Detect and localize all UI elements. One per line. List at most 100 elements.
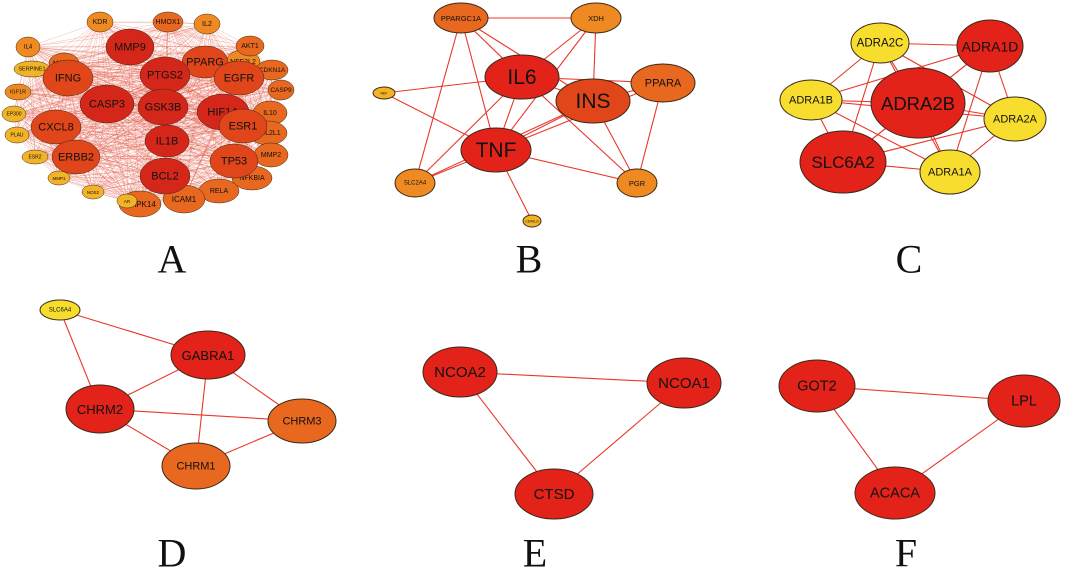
node-circle bbox=[47, 170, 71, 186]
node-acaca[interactable]: ACACA bbox=[854, 466, 936, 520]
node-adra1a[interactable]: ADRA1A bbox=[919, 149, 981, 195]
node-gabra1[interactable]: GABRA1 bbox=[170, 330, 246, 380]
node-label: MMP2 bbox=[261, 152, 281, 159]
node-chrm2[interactable]: CHRM2 bbox=[65, 384, 135, 434]
network-edge bbox=[63, 45, 251, 64]
node-circle bbox=[394, 168, 436, 198]
node-circle bbox=[514, 468, 594, 520]
node-circle bbox=[987, 374, 1061, 428]
node-casp3[interactable]: CASP3 bbox=[79, 84, 135, 124]
node-nef[interactable]: NEF bbox=[372, 86, 396, 100]
node-mmp1[interactable]: MMP1 bbox=[47, 170, 71, 186]
node-adra2c[interactable]: ADRA2C bbox=[850, 22, 910, 64]
node-circle bbox=[81, 184, 105, 200]
node-label: IGF1R bbox=[10, 90, 26, 96]
network-edge bbox=[58, 177, 185, 200]
node-label: HMOX1 bbox=[156, 19, 181, 26]
node-ep300[interactable]: EP300 bbox=[1, 105, 27, 123]
node-ctsd[interactable]: CTSD bbox=[514, 468, 594, 520]
node-gsk3b[interactable]: GSK3B bbox=[137, 88, 189, 126]
node-il1b[interactable]: IL1B bbox=[144, 124, 190, 158]
node-casp9[interactable]: CASP9 bbox=[267, 79, 295, 101]
node-erbb2[interactable]: ERBB2 bbox=[51, 139, 101, 175]
node-label: ADRA2A bbox=[993, 114, 1038, 126]
node-slc6a4[interactable]: SLC6A4 bbox=[39, 299, 81, 321]
node-kdr[interactable]: KDR bbox=[86, 11, 114, 33]
node-slc2a4[interactable]: SLC2A4 bbox=[394, 168, 436, 198]
node-slc6a2[interactable]: SLC6A2 bbox=[799, 130, 887, 194]
node-chrm1[interactable]: CHRM1 bbox=[161, 442, 231, 490]
node-ppara[interactable]: PPARA bbox=[630, 63, 696, 103]
node-xdh[interactable]: XDH bbox=[570, 2, 622, 34]
network-edge bbox=[67, 77, 94, 193]
node-label: SERPINE1 bbox=[18, 67, 45, 73]
node-egfr[interactable]: EGFR bbox=[213, 60, 265, 96]
node-il6[interactable]: IL6 bbox=[484, 54, 560, 100]
node-ncoa2[interactable]: NCOA2 bbox=[422, 346, 498, 398]
node-lpl[interactable]: LPL bbox=[987, 374, 1061, 428]
node-ifng[interactable]: IFNG bbox=[42, 59, 94, 97]
node-tp53[interactable]: TP53 bbox=[209, 143, 259, 179]
node-label: NCOA1 bbox=[658, 375, 710, 392]
node-pparg[interactable]: PPARG bbox=[181, 45, 229, 79]
node-label: SLC6A2 bbox=[811, 153, 874, 172]
node-circle bbox=[460, 127, 532, 173]
node-rela[interactable]: RELA bbox=[198, 178, 240, 204]
node-label: NEF bbox=[381, 92, 388, 96]
node-circle bbox=[919, 149, 981, 195]
node-ncoa1[interactable]: NCOA1 bbox=[646, 357, 722, 409]
node-ptgs2[interactable]: PTGS2 bbox=[139, 56, 191, 94]
node-adra1d[interactable]: ADRA1D bbox=[956, 19, 1024, 73]
node-label: BCL2 bbox=[151, 171, 179, 183]
node-igf1r[interactable]: IGF1R bbox=[4, 83, 32, 101]
node-il4[interactable]: IL4 bbox=[15, 36, 41, 58]
node-got2[interactable]: GOT2 bbox=[778, 359, 856, 413]
node-label: ESR2 bbox=[28, 155, 41, 161]
node-tnf[interactable]: TNF bbox=[460, 127, 532, 173]
panel-label-c: C bbox=[896, 237, 923, 282]
node-ins[interactable]: INS bbox=[555, 78, 631, 124]
node-pgr[interactable]: PGR bbox=[616, 168, 658, 198]
node-label: RELA bbox=[210, 188, 229, 195]
node-nos2[interactable]: NOS2 bbox=[81, 184, 105, 200]
node-akt1[interactable]: AKT1 bbox=[235, 35, 265, 57]
node-label: TP53 bbox=[221, 156, 247, 168]
node-bcl2[interactable]: BCL2 bbox=[139, 157, 191, 195]
node-hmox1[interactable]: HMOX1 bbox=[152, 11, 184, 33]
node-label: INS bbox=[575, 90, 610, 113]
node-label: EGFR bbox=[224, 73, 255, 85]
node-label: MMP1 bbox=[52, 176, 65, 181]
node-esr2[interactable]: ESR2 bbox=[21, 149, 49, 165]
node-adra2b[interactable]: ADRA2B bbox=[870, 67, 966, 139]
node-label: PPARG bbox=[186, 57, 224, 69]
node-plau[interactable]: PLAU bbox=[4, 126, 30, 144]
node-mmp2[interactable]: MMP2 bbox=[253, 142, 289, 168]
panel-a: KDRHMOX1IL2NFE2L2AKT1CDKN1ACASP9IL10BCL2… bbox=[1, 11, 295, 282]
node-circle bbox=[213, 60, 265, 96]
node-serpine1[interactable]: SERPINE1 bbox=[13, 60, 51, 78]
node-label: ADRA1B bbox=[789, 95, 833, 107]
network-edge bbox=[34, 156, 128, 202]
node-cdkn1a[interactable]: CDKN1A bbox=[255, 59, 289, 81]
node-circle bbox=[116, 193, 138, 209]
node-adra2a[interactable]: ADRA2A bbox=[983, 96, 1047, 142]
node-circle bbox=[646, 357, 722, 409]
node-label: PPARA bbox=[645, 78, 682, 90]
node-ppargc1a[interactable]: PPARGC1A bbox=[433, 2, 489, 34]
node-ar[interactable]: AR bbox=[116, 193, 138, 209]
node-mmp9[interactable]: MMP9 bbox=[105, 28, 155, 66]
node-label: CASP9 bbox=[270, 87, 292, 94]
node-label: CXCL8 bbox=[38, 122, 73, 134]
network-edge bbox=[126, 46, 131, 202]
node-adra1b[interactable]: ADRA1B bbox=[779, 79, 843, 121]
node-circle bbox=[139, 157, 191, 195]
node-il2[interactable]: IL2 bbox=[193, 13, 221, 35]
node-label: PPARGC1A bbox=[441, 14, 481, 23]
panel-label-a: A bbox=[158, 237, 187, 282]
node-cd40lg[interactable]: CD40LG bbox=[522, 214, 542, 228]
node-chrm3[interactable]: CHRM3 bbox=[267, 398, 337, 444]
node-esr1[interactable]: ESR1 bbox=[218, 108, 268, 144]
node-cxcl8[interactable]: CXCL8 bbox=[30, 109, 82, 145]
node-circle bbox=[4, 126, 30, 144]
node-label: SLC6A4 bbox=[49, 308, 72, 314]
